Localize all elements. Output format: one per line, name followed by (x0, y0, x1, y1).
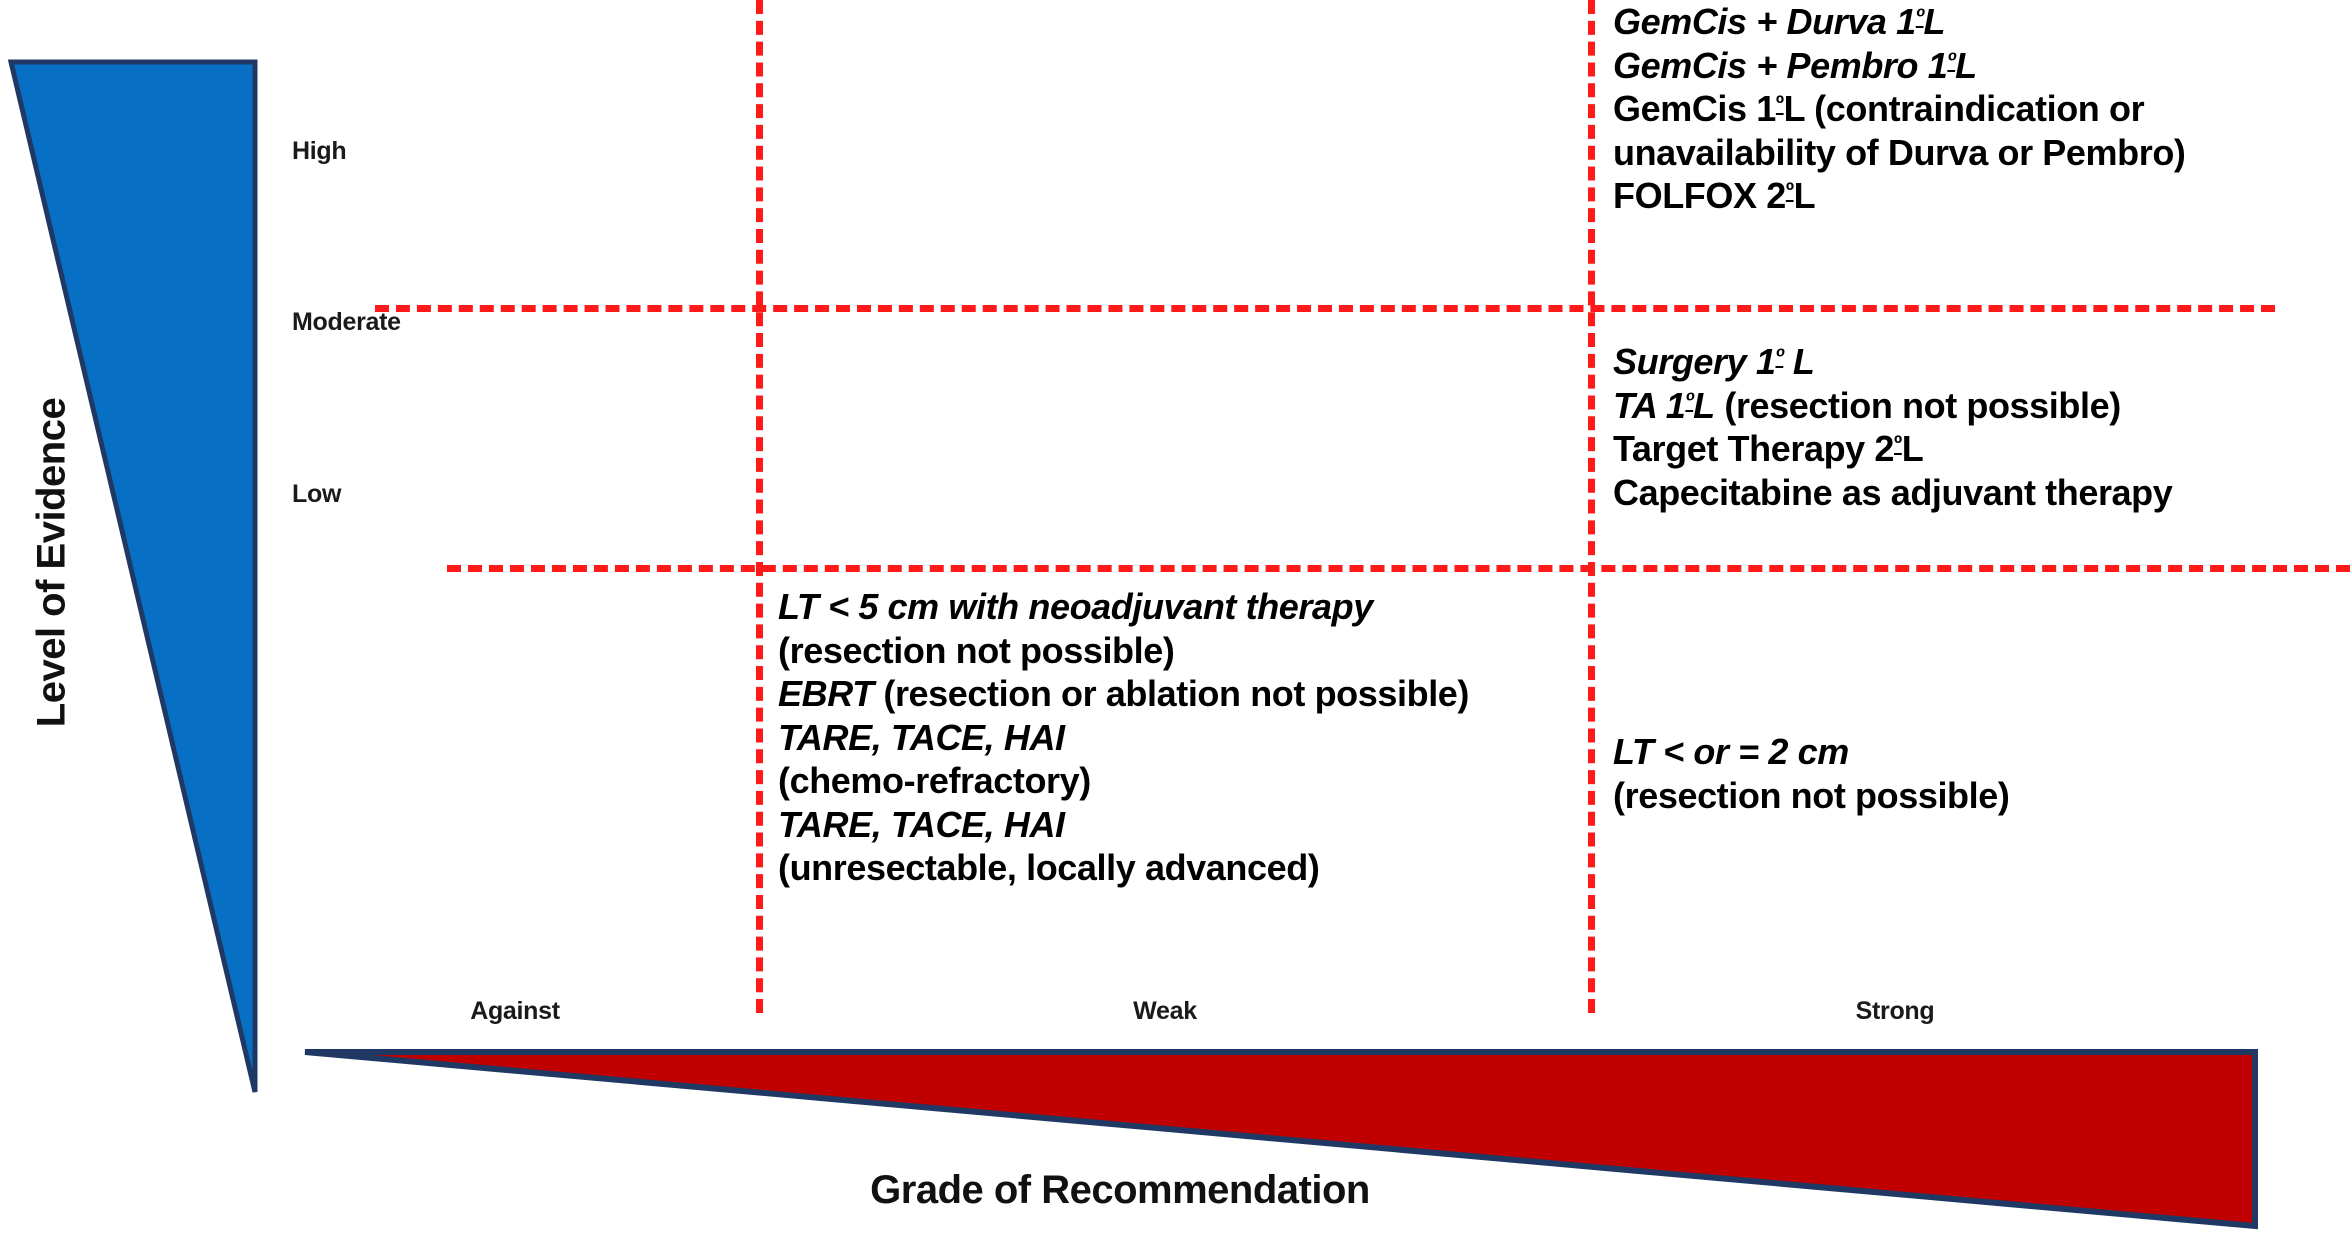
cell-line: unavailability of Durva or Pembro) (1613, 131, 2343, 175)
y-tick-low: Low (292, 480, 342, 508)
cell-moderate-strong: Surgery 1º L TA 1ºL (resection not possi… (1613, 340, 2343, 514)
cell-line: GemCis + Pembro 1ºL (1613, 44, 2343, 88)
cell-line-lead: LT < or = 2 cm (1613, 731, 1849, 772)
cell-line-lead: EBRT (778, 673, 874, 715)
grid-line-horizontal-high-moderate (375, 305, 2275, 312)
cell-line-lead: Target Therapy 2ºL (1613, 428, 1924, 470)
grid-line-vertical-weak-strong (1588, 0, 1595, 1013)
cell-line-lead: TARE, TACE, HAI (778, 803, 1065, 845)
cell-line: LT < or = 2 cm (1613, 730, 2343, 774)
x-axis-title: Grade of Recommendation (870, 1168, 1370, 1212)
cell-line-lead: Surgery 1º L (1613, 341, 1815, 382)
cell-line-lead: GemCis 1ºL (contraindication or (1613, 88, 2145, 130)
cell-line: GemCis + Durva 1ºL (1613, 0, 2343, 44)
cell-line-rest: (chemo-refractory) (778, 760, 1091, 802)
y-tick-moderate: Moderate (292, 308, 401, 336)
x-tick-strong: Strong (1855, 997, 1935, 1025)
evidence-triangle-shape (7, 59, 258, 1093)
grid-line-horizontal-moderate-low (447, 565, 2350, 572)
x-tick-weak: Weak (1133, 997, 1197, 1025)
cell-low-strong: LT < or = 2 cm (resection not possible) (1613, 730, 2343, 817)
cell-line-lead: Capecitabine as adjuvant therapy (1613, 471, 2173, 513)
cell-line-rest: (resection not possible) (1714, 384, 2121, 426)
cell-line: EBRT (resection or ablation not possible… (778, 672, 1598, 716)
cell-line: (unresectable, locally advanced) (778, 846, 1598, 890)
grid-line-vertical-against-weak (756, 0, 763, 1013)
cell-line-rest: (resection not possible) (778, 629, 1175, 671)
cell-line-lead: TA 1ºL (1613, 384, 1715, 426)
cell-line-rest: (unresectable, locally advanced) (778, 847, 1320, 889)
grade-of-recommendation-triangle (304, 1049, 2258, 1230)
cell-line: LT < 5 cm with neoadjuvant therapy (778, 585, 1598, 629)
cell-line: GemCis 1ºL (contraindication or (1613, 87, 2343, 131)
cell-line: (chemo-refractory) (778, 759, 1598, 803)
cell-high-strong: GemCis + Durva 1ºL GemCis + Pembro 1ºL G… (1613, 0, 2343, 218)
cell-line: Target Therapy 2ºL (1613, 427, 2343, 471)
cell-line-lead: FOLFOX 2ºL (1613, 175, 1816, 217)
cell-line: (resection not possible) (1613, 774, 2343, 818)
cell-line-lead: GemCis + Pembro 1ºL (1613, 44, 1977, 86)
y-axis-title: Level of Evidence (29, 397, 74, 728)
cell-line-lead: unavailability of Durva or Pembro) (1613, 131, 2186, 173)
cell-line: TA 1ºL (resection not possible) (1613, 384, 2343, 428)
x-tick-against: Against (470, 997, 560, 1025)
level-of-evidence-triangle (7, 59, 258, 1093)
recommendation-triangle-shape (304, 1049, 2258, 1230)
cell-low-weak: LT < 5 cm with neoadjuvant therapy (rese… (778, 585, 1598, 890)
cell-line-lead: TARE, TACE, HAI (778, 716, 1065, 758)
cell-line: TARE, TACE, HAI (778, 716, 1598, 760)
cell-line-lead: GemCis + Durva 1ºL (1613, 1, 1946, 42)
cell-line: TARE, TACE, HAI (778, 803, 1598, 847)
cell-line-rest: (resection not possible) (1613, 774, 2010, 816)
cell-line-lead: LT < 5 cm with neoadjuvant therapy (778, 586, 1373, 627)
cell-line: (resection not possible) (778, 629, 1598, 673)
cell-line-rest: (resection or ablation not possible) (873, 673, 1470, 715)
cell-line: Capecitabine as adjuvant therapy (1613, 471, 2343, 515)
y-tick-high: High (292, 137, 347, 165)
cell-line: Surgery 1º L (1613, 340, 2343, 384)
cell-line: FOLFOX 2ºL (1613, 174, 2343, 218)
